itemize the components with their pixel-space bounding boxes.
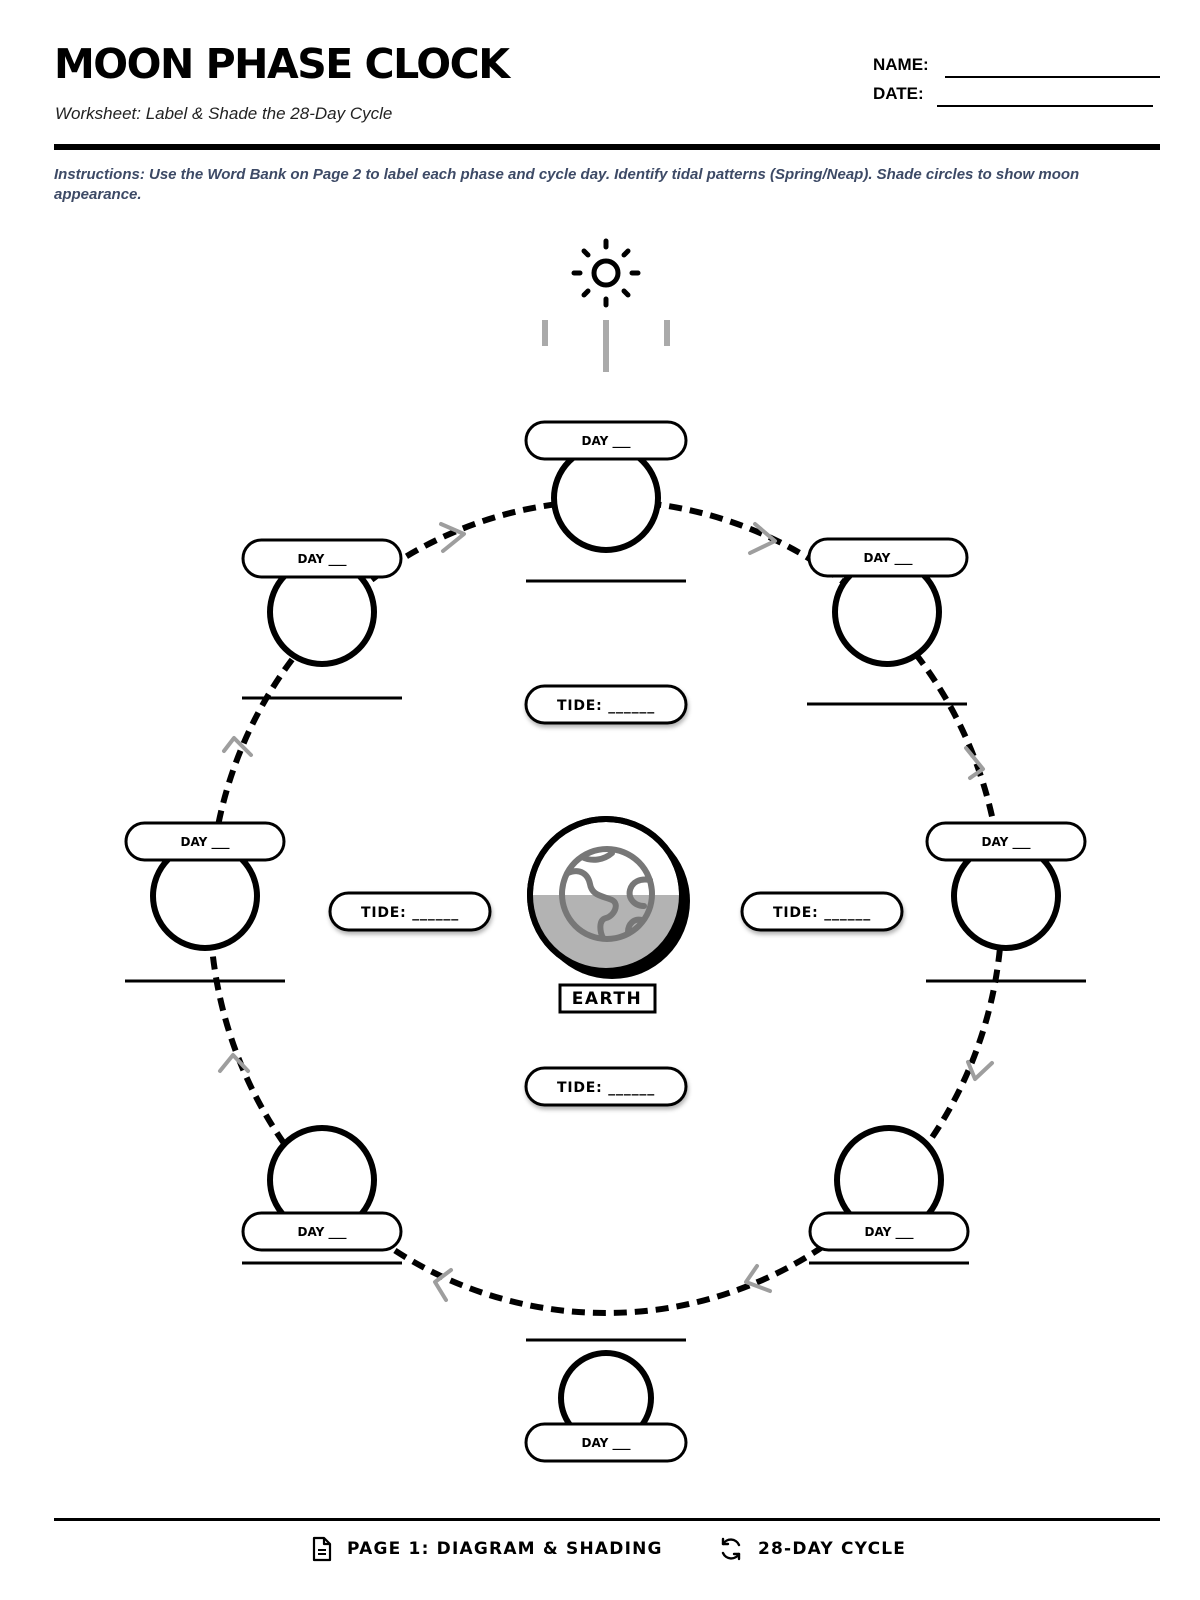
tide-pill[interactable] xyxy=(524,684,688,725)
moon-bottom-right[interactable]: DAY ___ xyxy=(808,1125,970,1265)
moon-left[interactable]: DAY ___ xyxy=(124,821,286,983)
tide-label: TIDE: ______ xyxy=(773,905,871,921)
footer-cycle-indicator: 28-DAY CYCLE xyxy=(718,1534,906,1564)
moon-circle[interactable] xyxy=(551,443,661,553)
tide-left[interactable]: TIDE: ______ xyxy=(328,891,492,932)
moon-bottom[interactable]: DAY ___ xyxy=(524,1338,688,1463)
sun-icon xyxy=(571,238,641,308)
day-pill[interactable] xyxy=(807,537,969,578)
name-field[interactable]: NAME: xyxy=(873,55,1160,78)
moon-top-left[interactable]: DAY ___ xyxy=(241,538,403,700)
moon-top-right[interactable]: DAY ___ xyxy=(807,537,969,706)
day-label: DAY ___ xyxy=(298,552,347,567)
tide-label: TIDE: ______ xyxy=(557,1080,655,1096)
orbit-arrow xyxy=(744,1264,772,1293)
name-label: NAME: xyxy=(873,55,929,74)
orbit-arrow xyxy=(222,736,253,757)
header-divider xyxy=(54,144,1160,150)
day-label: DAY ___ xyxy=(582,434,631,449)
day-label: DAY ___ xyxy=(864,551,913,566)
globe-icon xyxy=(559,846,655,942)
day-pill[interactable] xyxy=(524,1422,688,1463)
tide-label: TIDE: ______ xyxy=(361,905,459,921)
earth-label: EARTH xyxy=(572,989,642,1009)
orbit-arrow xyxy=(966,1060,994,1081)
footer-divider xyxy=(54,1518,1160,1521)
orbit-arrows xyxy=(218,522,994,1302)
day-label: DAY ___ xyxy=(865,1225,914,1240)
tide-bottom[interactable]: TIDE: ______ xyxy=(524,1066,688,1107)
orbit-arrow xyxy=(964,746,985,780)
date-field[interactable]: DATE: xyxy=(873,84,1153,107)
subtitle: Worksheet: Label & Shade the 28-Day Cycl… xyxy=(55,104,393,123)
tide-top[interactable]: TIDE: ______ xyxy=(524,684,688,725)
instructions: Instructions: Use the Word Bank on Page … xyxy=(54,166,1080,203)
day-label: DAY ___ xyxy=(298,1225,347,1240)
day-pill[interactable] xyxy=(925,821,1087,862)
earth-night-side xyxy=(530,895,682,971)
orbit-arrow xyxy=(433,1268,453,1302)
refresh-icon xyxy=(721,1537,741,1561)
day-pill[interactable] xyxy=(524,420,688,461)
day-pill[interactable] xyxy=(241,1211,403,1252)
moon-top[interactable]: DAY ___ xyxy=(524,420,688,583)
orbit-arrow xyxy=(218,1053,250,1073)
day-pill[interactable] xyxy=(808,1211,970,1252)
tide-right[interactable]: TIDE: ______ xyxy=(740,891,904,932)
orbit-arrow xyxy=(748,522,777,555)
day-pill[interactable] xyxy=(124,821,286,862)
earth-label-box xyxy=(558,983,657,1014)
tide-pill[interactable] xyxy=(740,891,904,932)
day-pill[interactable] xyxy=(241,538,403,579)
moon-right[interactable]: DAY ___ xyxy=(925,821,1087,983)
earth: EARTH xyxy=(527,816,690,1014)
footer-cycle-label: 28-DAY CYCLE xyxy=(758,1539,907,1559)
tide-pill[interactable] xyxy=(328,891,492,932)
page-title: MOON PHASE CLOCK xyxy=(54,40,510,88)
date-label: DATE: xyxy=(873,84,924,103)
tide-label: TIDE: ______ xyxy=(557,698,655,714)
day-label: DAY ___ xyxy=(982,835,1031,850)
name-line[interactable] xyxy=(945,76,1160,78)
footer-page-indicator: PAGE 1: DIAGRAM & SHADING xyxy=(311,1534,663,1564)
moon-bottom-left[interactable]: DAY ___ xyxy=(241,1125,403,1265)
orbit-arrow xyxy=(439,522,466,553)
tide-pill[interactable] xyxy=(524,1066,688,1107)
sunlight-rays xyxy=(542,320,670,372)
footer-page-label: PAGE 1: DIAGRAM & SHADING xyxy=(347,1539,663,1559)
date-line[interactable] xyxy=(937,105,1153,107)
document-icon xyxy=(312,1536,332,1562)
day-label: DAY ___ xyxy=(582,1436,631,1451)
day-label: DAY ___ xyxy=(181,835,230,850)
